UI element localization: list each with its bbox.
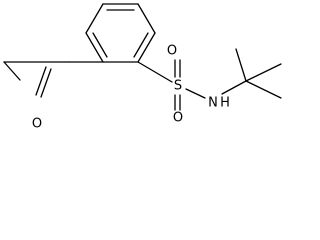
methyl-line <box>3 61 21 81</box>
atom-nitrogen-hydrogen: H <box>220 96 230 111</box>
molecule-svg: O S O O N H <box>3 3 282 132</box>
tbutyl-methyl-right-up <box>245 63 282 82</box>
ring-bond-6 <box>85 3 104 34</box>
tbutyl-methyl-up <box>235 48 247 82</box>
tbutyl-methyl-right-down <box>245 80 282 99</box>
atom-oxygen-ketone: O <box>32 117 42 132</box>
atom-nitrogen: N <box>208 96 218 111</box>
sulfonamide-group: S O O N H <box>137 44 230 126</box>
ring-double-right <box>133 32 149 58</box>
tert-butyl-group <box>221 48 282 99</box>
ring-to-sulfur-bond <box>137 61 173 83</box>
sulfur-to-nitrogen-bond <box>185 88 206 99</box>
atom-sulfur: S <box>174 79 182 94</box>
nitrogen-to-quaternary-carbon-bond <box>221 80 247 95</box>
atom-oxygen-sulfonyl-bottom: O <box>173 111 183 126</box>
atom-oxygen-sulfonyl-top: O <box>167 44 177 59</box>
acetyl-group: O <box>3 61 104 132</box>
benzene-ring <box>85 3 156 63</box>
ring-bond-3 <box>137 32 156 63</box>
ring-double-left <box>92 32 108 58</box>
carbonyl-bond-b <box>40 68 52 98</box>
structure-diagram: O S O O N H <box>0 0 284 132</box>
ring-bond-5 <box>85 32 104 63</box>
ring-bond-2 <box>137 3 156 34</box>
carbonyl-bond-a <box>35 66 47 96</box>
